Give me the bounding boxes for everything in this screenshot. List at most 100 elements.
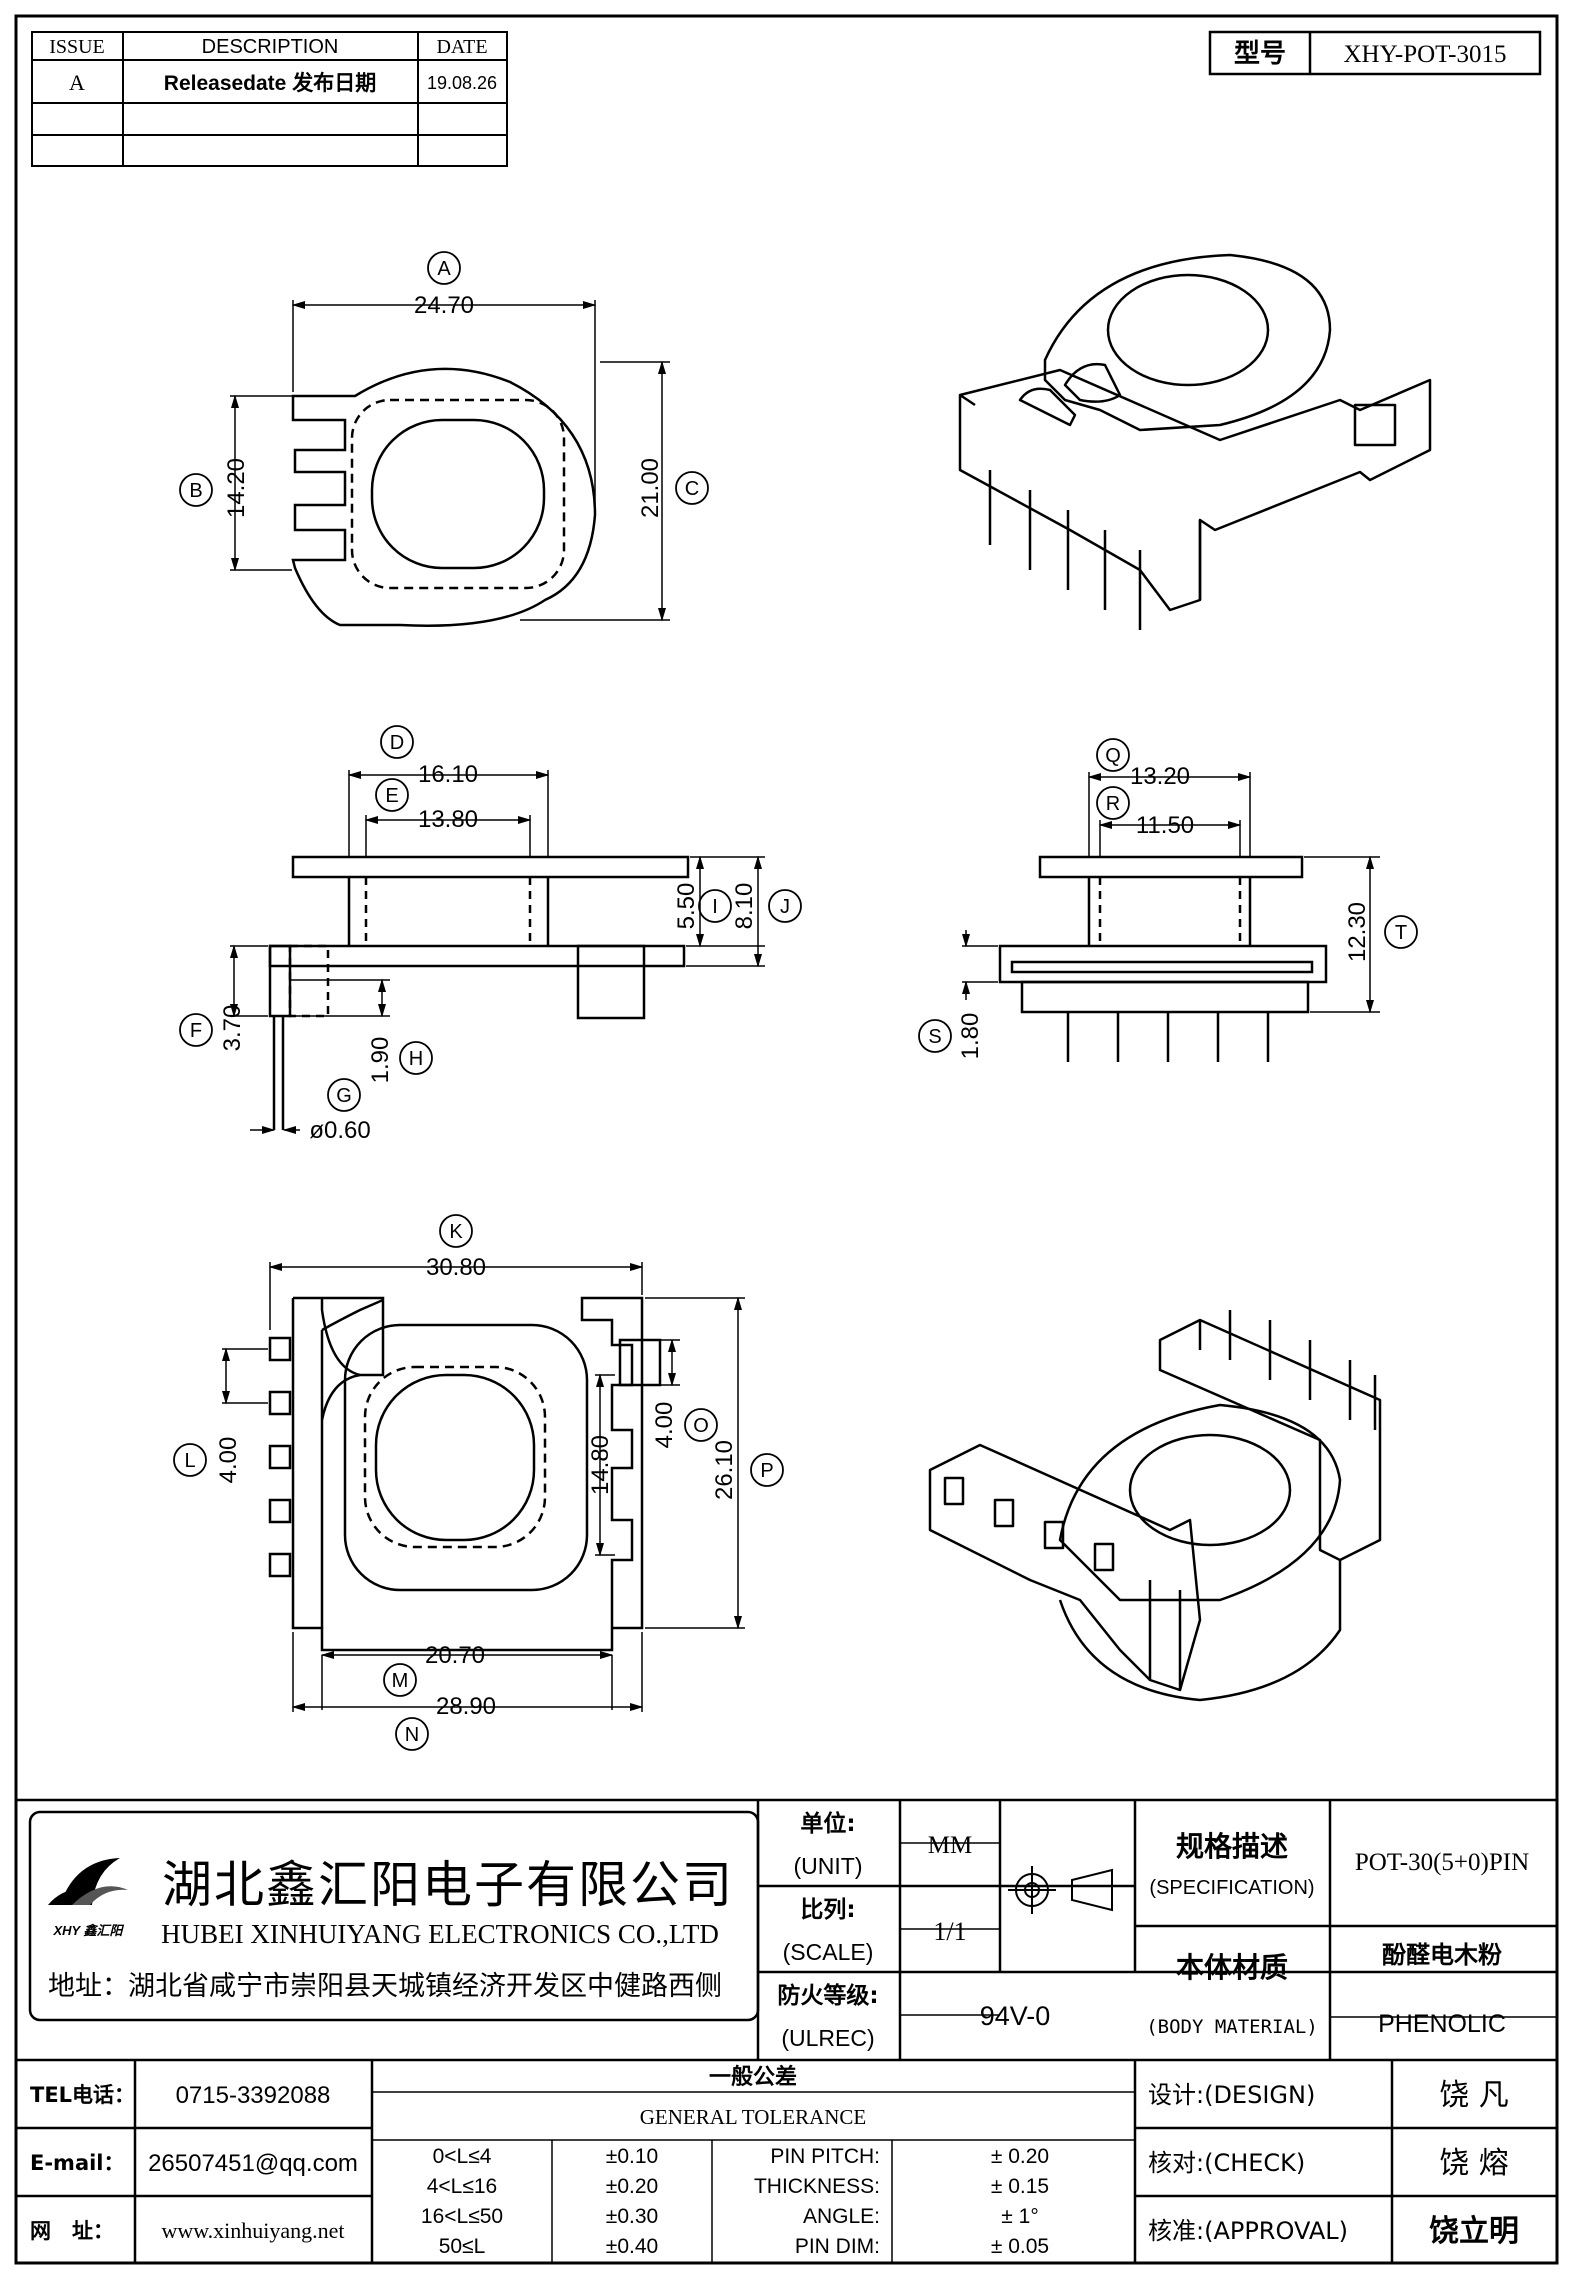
dim-m-value: 20.70 [425, 1642, 485, 1669]
balloon-c [675, 471, 709, 505]
drawing-border [14, 14, 1559, 2265]
unit-value: MM [928, 1832, 972, 1859]
svg-text:H: H [409, 1048, 423, 1070]
dim-g-value: ø0.60 [309, 1117, 370, 1144]
company-name-en: HUBEI XINHUIYANG ELECTRONICS CO.,LTD [161, 1919, 719, 1949]
front-view [268, 855, 690, 1130]
balloon-j [768, 889, 802, 923]
balloon-f [179, 1013, 213, 1047]
balloon-r [1096, 786, 1130, 820]
tolerance-range: 4<L≤16 [427, 2175, 498, 2198]
dim-n: N 28.90 [395, 1693, 496, 1751]
dim-t-value: 12.30 [1344, 902, 1371, 962]
company-logo-text: XHY 鑫汇阳 [52, 1923, 124, 1938]
scale-label-cn: 比列: [800, 1897, 855, 1923]
model-label: 型号 [1234, 39, 1286, 69]
balloon-s [918, 1019, 952, 1053]
dim-h: H 1.90 [367, 1037, 433, 1083]
tolerance-ranges: 0<L≤4 ±0.10 4<L≤16 ±0.20 16<L≤50 ±0.30 5… [421, 2145, 658, 2258]
approval-label: 核准:(APPROVAL) [1148, 2217, 1348, 2245]
projection-symbol [1008, 1866, 1113, 1914]
website-label: 网 址： [30, 2219, 114, 2243]
spec-label-en: (SPECIFICATION) [1149, 1877, 1314, 1899]
scale-value: 1/1 [933, 1917, 966, 1946]
dim-l: L 4.00 [173, 1437, 242, 1484]
revision-header-date: DATE [436, 36, 487, 58]
dim-w-value: 14.80 [587, 1435, 614, 1495]
svg-text:N: N [405, 1724, 419, 1746]
dim-e-value: 13.80 [418, 806, 478, 833]
tolerance-value: ±0.30 [606, 2205, 658, 2228]
balloon-e [375, 778, 409, 812]
balloon-n [395, 1717, 429, 1751]
dim-n-value: 28.90 [436, 1693, 496, 1720]
material-value-en: PHENOLIC [1378, 2010, 1506, 2038]
dim-d: D 16.10 [380, 725, 478, 788]
revision-row-issue: A [69, 70, 85, 95]
pin-tolerance-label: THICKNESS: [754, 2175, 880, 2198]
balloon-m [383, 1663, 417, 1697]
dim-a: A 24.70 [414, 251, 474, 319]
svg-text:K: K [449, 1221, 463, 1243]
svg-text:T: T [1395, 922, 1407, 944]
fire-rating-label-en: (ULREC) [781, 2025, 874, 2051]
bottom-view [268, 1296, 662, 1652]
balloon-t [1384, 915, 1418, 949]
model-box [1208, 30, 1542, 76]
balloon-k [439, 1214, 473, 1248]
address-label: 地址： [48, 1971, 129, 2002]
svg-text:R: R [1106, 793, 1120, 815]
balloon-d [380, 725, 414, 759]
balloon-l [173, 1443, 207, 1477]
check-name: 饶 熔 [1439, 2146, 1509, 2181]
email-label: E-mail： [30, 2151, 125, 2175]
pin-tolerance-label: PIN DIM: [795, 2235, 880, 2258]
front-view-dimensions [229, 770, 765, 1135]
tolerance-range: 16<L≤50 [421, 2205, 503, 2228]
pin-tolerance-label: ANGLE: [803, 2205, 880, 2228]
dim-b-value: 14.20 [223, 458, 250, 518]
pin-tolerance-value: ± 0.20 [991, 2145, 1049, 2168]
scale-label-en: (SCALE) [783, 1939, 874, 1965]
pin-tolerance-value: ± 1° [1001, 2205, 1038, 2228]
fire-rating-value: 94V-0 [980, 2001, 1051, 2031]
tolerance-title-cn: 一般公差 [709, 2064, 797, 2090]
revision-row-date: 19.08.26 [427, 73, 497, 93]
balloon-q [1096, 738, 1130, 772]
dim-p: P 26.10 [711, 1440, 784, 1500]
dim-m: M 20.70 [383, 1642, 485, 1697]
dim-k: K 30.80 [426, 1214, 486, 1281]
dim-j-value: 8.10 [731, 883, 758, 930]
side-view [998, 855, 1328, 1062]
isometric-view-top [958, 253, 1432, 630]
material-label-cn: 本体材质 [1176, 1951, 1288, 1984]
revision-table [31, 31, 508, 167]
balloon-b [179, 473, 213, 507]
dim-f: F 3.70 [179, 1005, 246, 1051]
spec-value: POT-30(5+0)PIN [1355, 1849, 1529, 1876]
dim-t: T 12.30 [1344, 902, 1418, 962]
dim-i: I 5.50 [673, 883, 732, 929]
dim-s-value: 1.80 [957, 1013, 984, 1060]
dim-l-value: 4.00 [215, 1437, 242, 1484]
tel-label: TEL电话： [30, 2083, 135, 2107]
svg-text:B: B [189, 480, 202, 502]
company-name-cn: 湖北鑫汇阳电子有限公司 [162, 1856, 734, 1914]
dim-w: 14.80 [587, 1435, 614, 1495]
spec-label-cn: 规格描述 [1176, 1830, 1288, 1863]
bottom-view-dimensions [221, 1262, 745, 1712]
svg-text:F: F [190, 1020, 202, 1042]
approval-name: 饶立明 [1429, 2214, 1519, 2249]
company-logo: XHY 鑫汇阳 [48, 1858, 128, 1938]
dim-e: E 13.80 [375, 778, 478, 833]
check-label: 核对:(CHECK) [1148, 2149, 1305, 2177]
fire-rating-label-cn: 防火等级: [777, 1982, 878, 2009]
dim-q-value: 13.20 [1130, 763, 1190, 790]
svg-text:O: O [693, 1415, 709, 1437]
email-value: 26507451@qq.com [148, 2150, 358, 2177]
svg-text:I: I [712, 896, 718, 918]
svg-text:C: C [685, 478, 699, 500]
tolerance-range: 50≤L [439, 2235, 486, 2258]
pin-tolerance-label: PIN PITCH: [770, 2145, 880, 2168]
dim-k-value: 30.80 [426, 1254, 486, 1281]
